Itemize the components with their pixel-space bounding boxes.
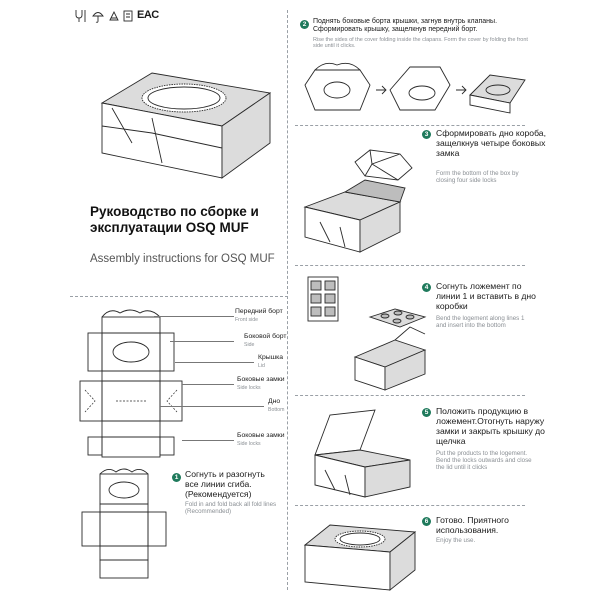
step-2-text: Поднять боковые борта крышки, загнув вну… xyxy=(313,18,498,33)
page-subtitle: Assembly instructions for OSQ MUF xyxy=(90,253,275,265)
label-side-locks: Боковые замки xyxy=(237,376,285,383)
dieline-template xyxy=(79,309,183,458)
step-divider-1 xyxy=(295,125,525,126)
step-divider-4 xyxy=(295,505,525,506)
step-2-number: 2 xyxy=(300,20,309,29)
step-5-illustration xyxy=(314,409,411,498)
label-bottom: Дно xyxy=(268,398,281,405)
step-2-illustration xyxy=(304,62,526,114)
step-2-text-en: Rise the sides of the cover folding insi… xyxy=(313,37,528,50)
step-4-text-en: Bend the logement along lines 1 and inse… xyxy=(436,315,525,330)
label-leader xyxy=(160,406,264,407)
label-lid: Крышка xyxy=(258,354,283,361)
step-5-text: Положить продукцию в ложемент.Отогнуть н… xyxy=(436,406,545,446)
step-4-text: Согнуть ложемент по линии 1 и вставить в… xyxy=(436,281,536,311)
label-bottom-en: Bottom xyxy=(268,407,285,413)
step-divider-2 xyxy=(295,265,525,266)
label-front-side-en: Front side xyxy=(235,317,259,323)
label-leader xyxy=(182,384,234,385)
label-side-locks-2-en: Side locks xyxy=(237,441,261,447)
step-5-text-en: Put the products to the logement. Bend t… xyxy=(436,450,532,472)
step-5-number: 5 xyxy=(422,408,431,417)
recycle-icon xyxy=(109,10,119,21)
step-1-text-en: Fold in and fold back all fold lines (Re… xyxy=(185,501,277,516)
page-title: Руководство по сборке и эксплуатации OSQ… xyxy=(90,204,259,235)
step-6-illustration xyxy=(303,524,417,591)
step-3-illustration xyxy=(303,149,413,253)
step-6-text: Готово. Приятного использования. xyxy=(436,515,509,535)
step-3-text-en: Form the bottom of the box by closing fo… xyxy=(436,170,519,185)
step-4-illustration xyxy=(307,276,427,391)
label-front-side: Передний борт xyxy=(235,308,283,315)
label-leader xyxy=(175,362,254,363)
step-divider-3 xyxy=(295,395,525,396)
section-divider-horizontal xyxy=(70,296,288,297)
label-side-locks-en: Side locks xyxy=(237,385,261,391)
label-leader xyxy=(182,440,234,441)
step-1-text: Согнуть и разогнуть все линии сгиба. (Ре… xyxy=(185,469,265,499)
step-1-number: 1 xyxy=(172,473,181,482)
hero-box-illustration xyxy=(100,72,272,179)
label-side-locks-2: Боковые замки xyxy=(237,432,285,439)
glass-fork-icon xyxy=(75,10,86,22)
label-side-en: Side xyxy=(244,342,255,348)
step-6-text-en: Enjoy the use. xyxy=(436,537,476,544)
eac-mark: EAC xyxy=(137,9,159,21)
box-stack-icon xyxy=(123,10,133,22)
label-leader xyxy=(170,341,234,342)
step-3-text: Сформировать дно короба, защелкнув четыр… xyxy=(436,128,546,158)
step-1-illustration xyxy=(81,468,167,579)
certification-icons: EAC xyxy=(74,8,164,24)
step-4-number: 4 xyxy=(422,283,431,292)
step-3-number: 3 xyxy=(422,130,431,139)
label-leader xyxy=(154,316,234,317)
section-divider-vertical xyxy=(287,10,288,590)
step-6-number: 6 xyxy=(422,517,431,526)
label-side: Боковой борт xyxy=(244,333,287,340)
label-lid-en: Lid xyxy=(258,363,265,369)
umbrella-icon xyxy=(92,12,104,23)
